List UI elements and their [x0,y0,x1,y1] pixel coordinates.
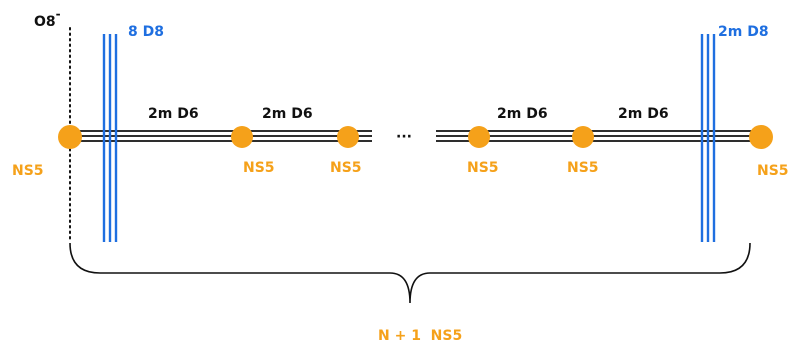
d8-left-label: 8 D8 [128,24,164,40]
d6-label-1: 2m D6 [148,106,199,122]
d6-label-3: 2m D6 [497,106,548,122]
ns5-brane-5 [572,126,594,148]
d6-stack-left [70,130,372,142]
ns5-label-4: NS5 [467,160,499,176]
ns5-label-2: NS5 [243,160,275,176]
ns5-brane-1 [58,125,82,149]
ns5-label-1: NS5 [12,163,44,179]
d6-label-2: 2m D6 [262,106,313,122]
ns5-brane-3 [337,126,359,148]
o8-label: O8- [34,7,61,30]
ellipsis: ··· [396,129,412,145]
d8-stack-right [700,34,716,242]
brace-label: N + 1 NS5 [378,328,462,344]
ns5-brane-6 [749,125,773,149]
brace [69,242,751,304]
d6-stack-right [436,130,760,142]
ns5-label-5: NS5 [567,160,599,176]
d6-label-4: 2m D6 [618,106,669,122]
d8-right-label: 2m D8 [718,24,769,40]
ns5-label-3: NS5 [330,160,362,176]
d8-stack-left [102,34,118,242]
ns5-brane-2 [231,126,253,148]
ns5-brane-4 [468,126,490,148]
ns5-label-6: NS5 [757,163,789,179]
